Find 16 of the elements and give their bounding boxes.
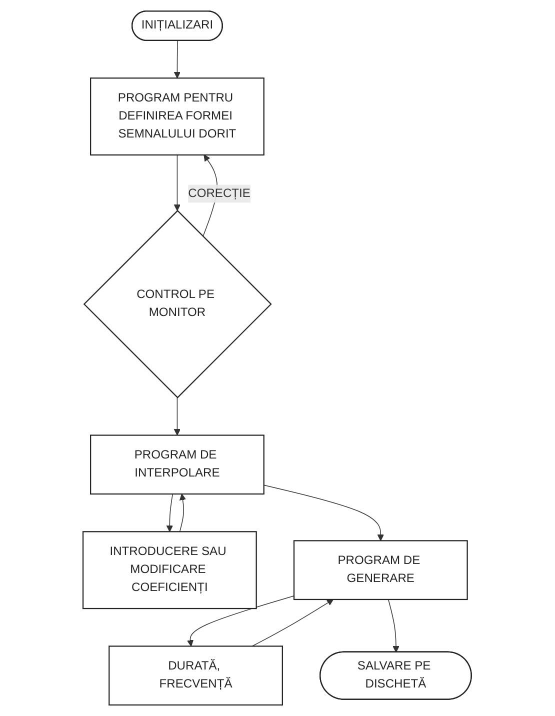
arrow [264,484,384,541]
node-box: INTRODUCERE SAU MODIFICARE COEFICIENȚI [82,531,258,610]
arrow [174,40,181,78]
arrow [174,397,181,436]
edge-label: CORECȚIE [188,186,251,200]
arrow [252,599,334,647]
arrow [180,494,186,532]
arrow [166,494,174,532]
node-box: PROGRAM DE INTERPOLARE [90,434,265,495]
node-box: PROGRAM DE GENERARE [294,540,468,600]
node-diamond: CONTROL PE MONITOR [84,210,272,398]
arrow [388,599,400,653]
arrow [187,596,295,646]
node-box: PROGRAM PENTRU DEFINIREA FORMEI SEMNALULUI DORIT [90,78,265,156]
node-box: DURATĂ, FRECVENȚĂ [108,646,284,706]
arrow [174,154,181,211]
